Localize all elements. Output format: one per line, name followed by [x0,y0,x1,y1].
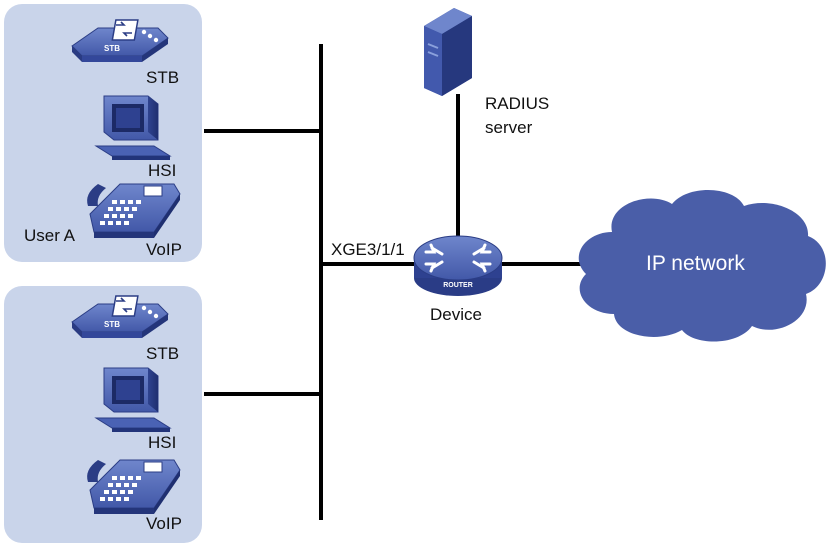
cloud-label: IP network [646,252,745,275]
device-label: VoIP [146,514,182,533]
server-label-line2: server [485,118,533,137]
device-label: HSI [148,161,177,180]
device-label: HSI [148,433,177,452]
group-name-label: User A [24,226,76,245]
router-label: Device [430,305,482,324]
port-label: XGE3/1/1 [331,240,405,259]
device-label: STB [146,344,180,363]
device-label: VoIP [146,240,182,259]
device-label: STB [146,68,180,87]
router-badge: ROUTER [443,282,473,289]
server-label-line1: RADIUS [485,94,550,113]
server-icon [424,8,472,96]
router-icon: ROUTER [413,235,503,296]
cloud-icon [578,189,826,342]
